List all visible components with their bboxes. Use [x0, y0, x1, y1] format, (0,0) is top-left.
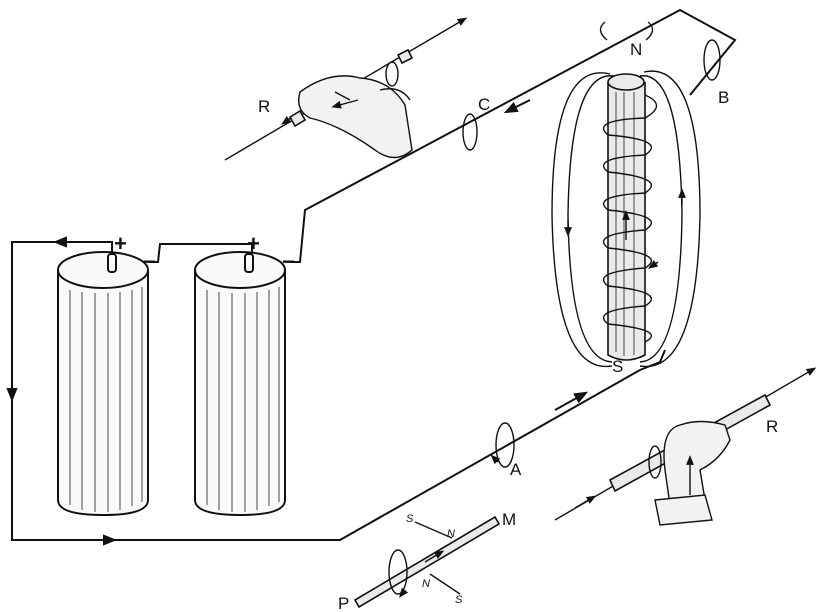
hand-rule-top: R	[224, 17, 468, 161]
circuit-wire	[6, 8, 737, 546]
plus-terminal-1: +	[114, 231, 127, 256]
svg-text:N: N	[447, 528, 455, 540]
iron-core	[607, 73, 646, 361]
south-pole-label: S	[612, 357, 623, 376]
loop-c: C	[462, 95, 490, 151]
rule-label-top: R	[258, 97, 270, 116]
battery-cell-1: + −	[57, 231, 156, 517]
loop-a: A	[490, 422, 522, 479]
end-label-m: M	[502, 510, 516, 529]
svg-text:S: S	[406, 513, 414, 525]
plus-terminal-2: +	[247, 231, 260, 256]
svg-text:A: A	[510, 460, 522, 479]
svg-text:S: S	[455, 594, 463, 606]
conductor-pm: S N N S M P	[338, 510, 516, 612]
north-pole-label: N	[630, 40, 642, 59]
minus-terminal-1: −	[143, 249, 156, 274]
svg-text:B: B	[718, 88, 729, 107]
minus-terminal-2: −	[282, 249, 295, 274]
coil-winding	[602, 94, 659, 343]
hand-rule-right: R	[554, 367, 817, 526]
battery-cell-2: + −	[194, 231, 295, 517]
loop-b: B	[703, 39, 729, 107]
svg-text:C: C	[478, 95, 490, 114]
rule-label-right: R	[766, 417, 778, 436]
magnetic-field-lines	[551, 21, 701, 368]
svg-text:N: N	[422, 578, 430, 590]
end-label-p: P	[338, 594, 349, 612]
